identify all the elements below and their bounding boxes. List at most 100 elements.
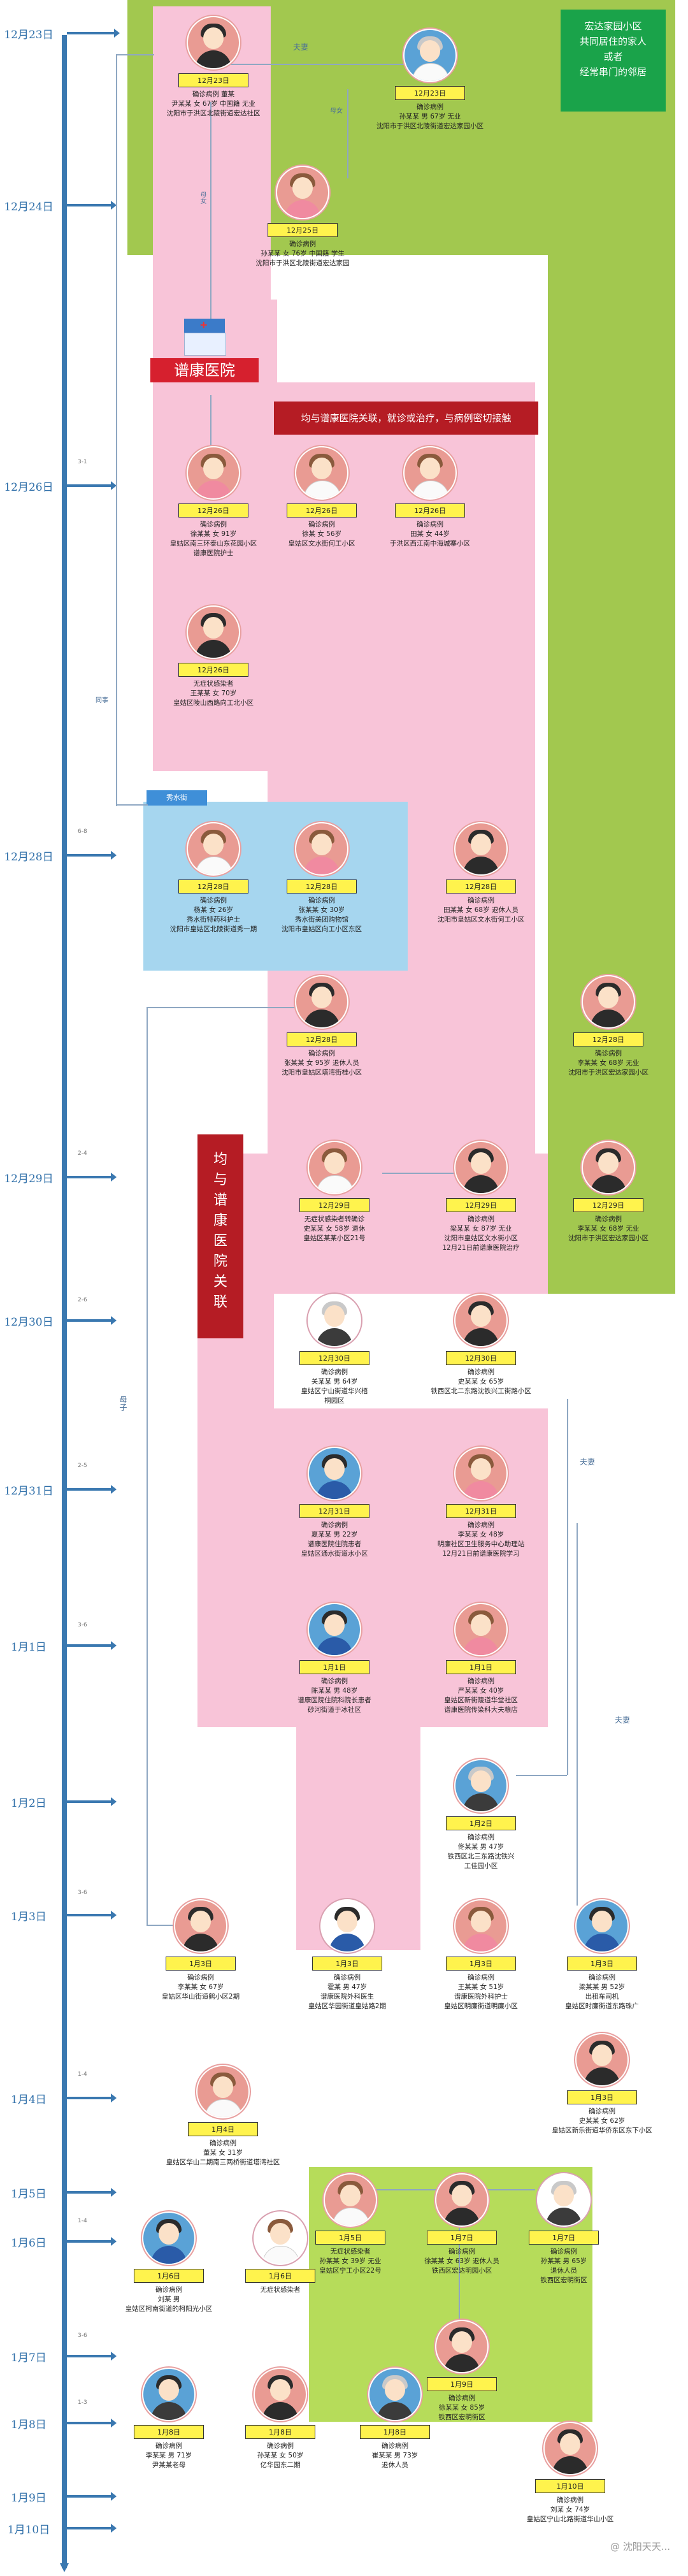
case-card: 12月30日确诊病例 史某某 女 65岁 铁西区北二东路沈铁兴工街路小区 bbox=[420, 1294, 541, 1396]
case-date-badge: 1月8日 bbox=[245, 2425, 315, 2439]
case-description: 确诊病例 梁某某 女 87岁 无业 沈阳市皇姑区文水街小区 12月21日前谱康医… bbox=[442, 1215, 520, 1252]
interval-label: 3-1 bbox=[78, 459, 87, 465]
hospital-name: 谱康医院 bbox=[150, 358, 259, 382]
case-date-badge: 12月30日 bbox=[446, 1351, 516, 1365]
case-card: 1月4日确诊病例 董某 女 31岁 皇姑区华山二期南三两桥街道塔湾社区 bbox=[162, 2065, 283, 2167]
person-avatar-icon bbox=[142, 2368, 196, 2421]
case-card: 1月10日确诊病例 刘某 女 74岁 皇姑区宁山北路街道华山小区 bbox=[510, 2422, 631, 2524]
case-date-badge: 1月3日 bbox=[446, 1957, 516, 1971]
person-avatar-icon bbox=[174, 1899, 227, 1953]
case-card: 1月9日确诊病例 徐某某 女 85岁 铁西区宏明街区 bbox=[401, 2320, 522, 2422]
case-date-badge: 12月28日 bbox=[573, 1032, 643, 1046]
watermark-text: @ 沈阳天天... bbox=[610, 2541, 670, 2552]
case-description: 确诊病例 夏某某 男 22岁 谱康医院住院患者 皇姑区通水街道水小区 bbox=[301, 1521, 368, 1558]
case-card: 1月3日确诊病例 李某某 女 67岁 皇姑区华山街道鹤小区2期 bbox=[140, 1899, 261, 2002]
person-avatar-icon bbox=[582, 975, 635, 1029]
case-description: 确诊病例 徐某某 女 63岁 退休人员 铁西区宏达明园小区 bbox=[424, 2248, 499, 2275]
date-tick bbox=[67, 2188, 117, 2197]
case-date-badge: 1月3日 bbox=[567, 2090, 637, 2104]
person-avatar-icon bbox=[295, 446, 348, 500]
case-date-badge: 12月31日 bbox=[299, 1504, 369, 1518]
person-avatar-icon bbox=[308, 1447, 361, 1500]
case-description: 确诊病例 孙某某 女 76岁 中国籍 学生 沈阳市于洪区北陵街道宏达家园 bbox=[255, 240, 350, 267]
person-avatar-icon bbox=[582, 1141, 635, 1194]
date-tick bbox=[67, 851, 117, 860]
case-date-badge: 1月2日 bbox=[446, 1816, 516, 1830]
interval-label: 2-4 bbox=[78, 1150, 87, 1157]
case-description: 确诊病例 梁某某 男 52岁 出租车司机 皇姑区时廉街道东路珠广 bbox=[565, 1974, 639, 2010]
hospital-icon: + bbox=[179, 319, 230, 357]
case-card: 1月1日确诊病例 陈某某 男 48岁 谱康医院住院科院长患者 砂河街道于冰社区 bbox=[274, 1603, 395, 1715]
case-date-badge: 1月7日 bbox=[427, 2231, 497, 2245]
interval-label: 3-6 bbox=[78, 1622, 87, 1628]
case-description: 确诊病例 陈某某 男 48岁 谱康医院住院科院长患者 砂河街道于冰社区 bbox=[297, 1677, 371, 1714]
date-label: 12月30日 bbox=[4, 1316, 54, 1329]
person-avatar-icon bbox=[187, 16, 240, 69]
case-date-badge: 1月10日 bbox=[535, 2479, 605, 2493]
hospital-link-side-banner: 均 与 谱 康 医 院 关 联 bbox=[197, 1134, 243, 1338]
case-date-badge: 12月29日 bbox=[573, 1198, 643, 1212]
case-description: 确诊病例 徐某某 女 91岁 皇姑区南三环泰山东花园小区 谱康医院护士 bbox=[169, 521, 257, 557]
case-description: 确诊病例 霍某 男 47岁 谱康医院外科医生 皇姑区华园街道皇姑路2期 bbox=[308, 1974, 387, 2010]
case-date-badge: 1月3日 bbox=[312, 1957, 382, 1971]
case-description: 确诊病例 孙某某 男 67岁 无业 沈阳市于洪区北陵街道宏达家园小区 bbox=[376, 103, 484, 130]
hospital-link-banner: 均与谱康医院关联，就诊或治疗，与病例密切接触 bbox=[274, 402, 538, 435]
person-avatar-icon bbox=[295, 975, 348, 1029]
relation-label: 同事 bbox=[96, 697, 108, 704]
case-description: 无症状感染者 bbox=[260, 2286, 301, 2294]
case-date-badge: 1月5日 bbox=[315, 2231, 385, 2245]
case-description: 确诊病例 张某某 女 95岁 退休人员 沈阳市皇姑区塔湾街桂小区 bbox=[282, 1050, 362, 1076]
person-avatar-icon bbox=[276, 166, 329, 219]
date-label: 12月24日 bbox=[4, 201, 54, 213]
person-avatar-icon bbox=[254, 2368, 307, 2421]
date-tick bbox=[67, 1316, 117, 1325]
date-label: 1月10日 bbox=[7, 2524, 50, 2536]
case-date-badge: 12月30日 bbox=[299, 1351, 369, 1365]
interval-label: 1-4 bbox=[78, 2218, 87, 2224]
case-card: 12月25日确诊病例 孙某某 女 76岁 中国籍 学生 沈阳市于洪区北陵街道宏达… bbox=[242, 166, 363, 268]
case-description: 确诊病例 李某某 女 67岁 皇姑区华山街道鹤小区2期 bbox=[161, 1974, 240, 2001]
date-tick bbox=[67, 1797, 117, 1806]
case-card: 1月6日无症状感染者 bbox=[220, 2211, 341, 2295]
date-tick bbox=[67, 2094, 117, 2102]
case-card: 12月28日确诊病例 张某某 女 95岁 退休人员 沈阳市皇姑区塔湾街桂小区 bbox=[261, 975, 382, 1078]
case-date-badge: 12月26日 bbox=[395, 503, 465, 517]
case-card: 12月28日确诊病例 李某某 女 68岁 无业 沈阳市于洪区宏达家园小区 bbox=[548, 975, 669, 1078]
interval-label: 1-3 bbox=[78, 2399, 87, 2406]
case-card: 1月1日确诊病例 严某某 女 40岁 皇姑区新街陵道华堂社区 谱康医院传染科大夫… bbox=[420, 1603, 541, 1715]
person-avatar-icon bbox=[196, 2065, 250, 2118]
person-avatar-icon bbox=[142, 2211, 196, 2265]
case-description: 确诊病例 孙某某 男 65岁 退休人员 铁西区宏明街区 bbox=[540, 2248, 587, 2284]
date-label: 1月6日 bbox=[11, 2237, 47, 2250]
interval-label: 3-6 bbox=[78, 2333, 87, 2339]
case-date-badge: 1月3日 bbox=[567, 1957, 637, 1971]
case-date-badge: 12月28日 bbox=[287, 1032, 357, 1046]
date-label: 12月29日 bbox=[4, 1173, 54, 1185]
case-date-badge: 12月31日 bbox=[446, 1504, 516, 1518]
case-date-badge: 12月28日 bbox=[287, 879, 357, 894]
case-description: 确诊病例 李某某 女 68岁 无业 沈阳市于洪区宏达家园小区 bbox=[568, 1215, 649, 1242]
date-tick bbox=[67, 1641, 117, 1650]
relation-label: 母女 bbox=[330, 108, 343, 115]
person-avatar-icon bbox=[454, 1899, 508, 1953]
case-date-badge: 1月3日 bbox=[166, 1957, 236, 1971]
case-card: 1月3日确诊病例 梁某某 男 52岁 出租车司机 皇姑区时廉街道东路珠广 bbox=[541, 1899, 663, 2011]
date-label: 1月3日 bbox=[11, 1911, 47, 1923]
case-card: 1月2日确诊病例 佟某某 男 47岁 铁西区北三东路沈铁兴 工佳园小区 bbox=[420, 1759, 541, 1871]
case-description: 确诊病例 王某某 女 51岁 谱康医院外科护士 皇姑区明廉街道明廉小区 bbox=[444, 1974, 518, 2010]
case-card: 1月8日确诊病例 李某某 男 71岁 尹某某老母 bbox=[108, 2368, 229, 2470]
case-card: 1月6日确诊病例 刘某 男 皇姑区柯南街道的柯阳光小区 bbox=[108, 2211, 229, 2314]
case-description: 确诊病例 严某某 女 40岁 皇姑区新街陵道华堂社区 谱康医院传染科大夫粮店 bbox=[444, 1677, 518, 1714]
person-avatar-icon bbox=[320, 1899, 374, 1953]
timeline-arrow-tip bbox=[60, 2563, 69, 2572]
person-avatar-icon bbox=[575, 1899, 629, 1953]
interval-label: 2-6 bbox=[78, 1297, 87, 1303]
case-card: 12月26日确诊病例 田某 女 44岁 于洪区西江南中海城寨小区 bbox=[369, 446, 491, 549]
date-label: 12月23日 bbox=[4, 29, 54, 41]
case-date-badge: 12月23日 bbox=[178, 73, 248, 87]
case-description: 确诊病例 徐某 女 56岁 皇姑区文水街何工小区 bbox=[288, 521, 355, 547]
case-description: 确诊病例 张某某 女 30岁 秀水街美团购物馆 沈阳市皇姑区向工小区东区 bbox=[282, 897, 362, 933]
case-card: 1月8日确诊病例 孙某某 女 50岁 亿华园东二期 bbox=[220, 2368, 341, 2470]
date-label: 1月9日 bbox=[11, 2492, 47, 2505]
case-card: 12月29日确诊病例 李某某 女 68岁 无业 沈阳市于洪区宏达家园小区 bbox=[548, 1141, 669, 1243]
